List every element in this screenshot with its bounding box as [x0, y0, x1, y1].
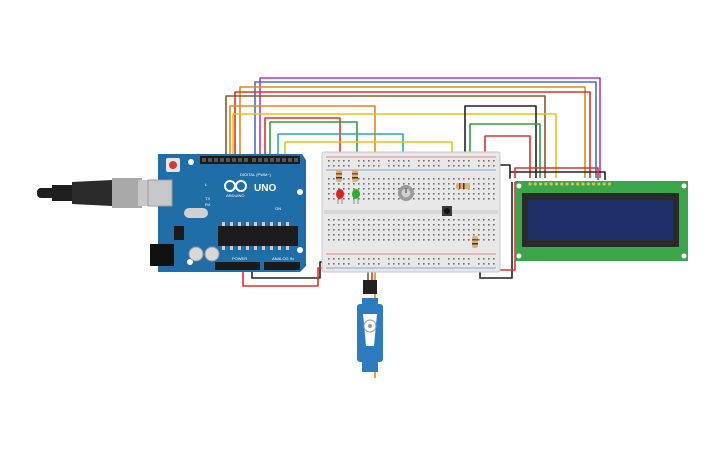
push-button[interactable] [442, 206, 452, 216]
usb-cable-icon[interactable] [37, 178, 166, 208]
wire-red-bb-lcd[interactable] [484, 135, 531, 178]
led-green[interactable] [352, 189, 360, 204]
resistor-1 [336, 170, 342, 182]
resistor-3 [456, 183, 470, 189]
wire-red-rail-lcd2[interactable] [514, 167, 599, 180]
digital-header-label: DIGITAL (PWM~) [240, 172, 272, 177]
wire-yellow-lcd[interactable] [232, 113, 557, 178]
model-label: UNO [254, 183, 276, 194]
resistor-4 [472, 236, 478, 248]
microcontroller-chip [218, 226, 298, 246]
wire-orange-lcd[interactable] [239, 86, 586, 178]
rx-led-label: RX [205, 202, 211, 207]
servo-motor[interactable] [357, 280, 383, 372]
breadboard[interactable] [321, 151, 501, 273]
wire-red-led[interactable] [264, 117, 341, 172]
resistor-2 [352, 170, 358, 182]
lcd-16x2-display[interactable] [515, 181, 688, 261]
tx-led-label: TX [205, 196, 210, 201]
wire-green-led[interactable] [269, 121, 358, 172]
wire-black-bb-lcd[interactable] [464, 105, 537, 178]
led-red[interactable] [336, 189, 344, 204]
on-led-label: ON [275, 206, 281, 211]
arduino-infinity-logo-icon [224, 180, 247, 192]
wires [225, 77, 606, 378]
brand-label: ARDUINO [226, 193, 244, 198]
lcd-header-pins [528, 182, 612, 186]
wire-black-rail-lcd[interactable] [488, 164, 606, 180]
wire-purple-lcd[interactable] [259, 77, 601, 178]
wire-green-bb-lcd[interactable] [469, 123, 541, 178]
analog-header-label: ANALOG IN [272, 256, 294, 261]
wire-red-lcd[interactable] [234, 91, 591, 178]
breadboard-holes [328, 160, 495, 265]
lcd-screen [528, 200, 673, 240]
l-led-label: L [205, 182, 208, 187]
wire-blue-lcd[interactable] [254, 81, 597, 178]
arduino-uno-board[interactable]: DIGITAL (PWM~) UNO ARDUINO L TX RX ON [147, 154, 306, 272]
potentiometer[interactable] [398, 185, 414, 201]
wire-brown-lcd[interactable] [225, 95, 546, 178]
digital-header-pins [202, 158, 298, 162]
reset-button[interactable] [169, 161, 177, 169]
power-header-label: POWER [232, 256, 247, 261]
